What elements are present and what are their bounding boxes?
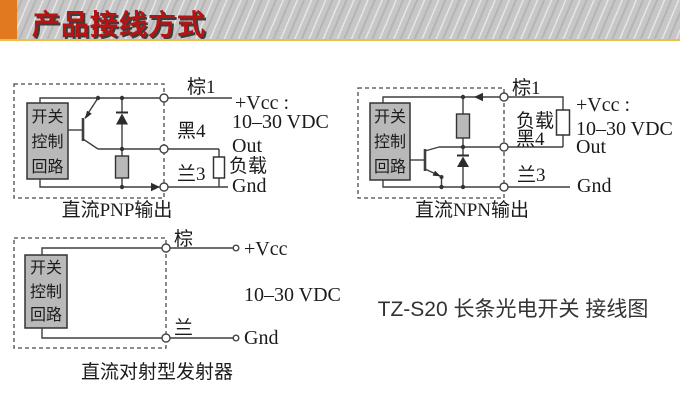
sheet-main-title: TZ-S20 长条光电开关 接线图 xyxy=(378,298,649,321)
pnp-out-label: Out xyxy=(232,135,262,157)
pnp-box-label-line2: 控制 xyxy=(31,133,63,151)
emitter-terminal-blue xyxy=(161,333,171,343)
emitter-enclosure-dashed-box xyxy=(13,237,167,349)
pnp-node-dot xyxy=(119,146,125,152)
emitter-terminal-brown xyxy=(161,243,171,253)
npn-transistor-collector xyxy=(424,146,440,152)
pnp-terminal-black xyxy=(159,144,169,154)
npn-caption: 直流NPN输出 xyxy=(415,199,529,221)
npn-gnd-label: Gnd xyxy=(577,175,611,197)
npn-vcc-label: +Vcc : xyxy=(576,94,630,116)
npn-emitter-arrow-icon xyxy=(432,170,441,177)
pnp-gnd-arrow-icon xyxy=(151,182,160,192)
npn-out-label: Out xyxy=(576,136,606,158)
npn-vcc-arrow-icon xyxy=(474,92,483,102)
npn-box-label-line2: 控制 xyxy=(374,133,406,151)
npn-box-label-line3: 回路 xyxy=(374,158,406,176)
pnp-terminal-label-brown: 棕1 xyxy=(187,76,216,98)
pnp-voltage-label: 10–30 VDC xyxy=(232,111,329,133)
header-accent-block xyxy=(0,0,17,39)
pnp-node-dot xyxy=(119,184,125,190)
npn-terminal-label-blue: 兰3 xyxy=(517,164,546,186)
emitter-control-circuit-box xyxy=(24,254,68,329)
emitter-box-label-line3: 回路 xyxy=(30,306,62,324)
pnp-enclosure-dashed-box xyxy=(13,83,165,199)
emitter-vcc-label: +Vcc xyxy=(244,238,288,260)
pnp-load-label: 负载 xyxy=(229,155,267,177)
emitter-box-label-line2: 控制 xyxy=(30,283,62,301)
npn-vcc-wire xyxy=(382,96,564,110)
npn-diode-icon xyxy=(457,156,469,167)
npn-terminal-brown xyxy=(499,92,509,102)
pnp-terminal-label-blue: 兰3 xyxy=(177,163,206,185)
emitter-terminal-label-blue: 兰 xyxy=(174,317,193,339)
pnp-control-circuit-box xyxy=(26,102,69,180)
pnp-box-label-line3: 回路 xyxy=(31,158,63,176)
pnp-transistor-collector xyxy=(82,138,99,150)
npn-load-label: 负载 xyxy=(516,110,554,132)
pnp-node-dot xyxy=(95,95,101,101)
pnp-emitter-arrow-icon xyxy=(85,110,92,119)
npn-control-circuit-box xyxy=(369,102,411,181)
pnp-terminal-blue xyxy=(159,182,169,192)
header-underline xyxy=(0,39,680,41)
pnp-internal-resistor xyxy=(114,155,130,179)
page-title: 产品接线方式 xyxy=(32,9,207,40)
pnp-diagram: 开关 控制 回路 棕1 黑4 兰3 +Vcc : 10–30 VDC Out xyxy=(13,76,329,221)
npn-terminal-blue xyxy=(499,182,509,192)
emitter-voltage-label: 10–30 VDC xyxy=(244,284,341,306)
pnp-terminal-brown xyxy=(159,93,169,103)
npn-terminal-label-black: 黑4 xyxy=(516,129,545,150)
pnp-load-resistor xyxy=(212,156,226,179)
npn-node-dot xyxy=(460,94,466,100)
emitter-caption: 直流对射型发射器 xyxy=(81,361,233,383)
npn-node-dot xyxy=(460,144,466,150)
npn-voltage-label: 10–30 VDC xyxy=(576,118,673,140)
header-banner: 产品接线方式 xyxy=(0,0,680,40)
emitter-gnd-label: Gnd xyxy=(244,327,278,349)
pnp-box-label-line1: 开关 xyxy=(31,108,63,126)
emitter-terminal-label-brown: 棕 xyxy=(174,228,193,250)
emitter-box-label-line1: 开关 xyxy=(30,259,62,277)
npn-terminal-black xyxy=(499,142,509,152)
npn-box-label-line1: 开关 xyxy=(374,108,406,126)
npn-internal-resistor xyxy=(455,113,471,139)
npn-enclosure-dashed-box xyxy=(357,87,505,199)
emitter-diagram: 开关 控制 回路 棕 兰 +Vcc 10–30 VDC Gnd 直流对射型发射器 xyxy=(13,228,341,383)
npn-node-dot xyxy=(460,184,466,190)
pnp-diode-icon xyxy=(116,113,128,125)
pnp-gnd-label: Gnd xyxy=(232,175,266,197)
pnp-vcc-label: +Vcc : xyxy=(235,92,289,114)
npn-node-dot xyxy=(439,184,444,190)
npn-node-dot xyxy=(439,175,444,179)
npn-load-resistor xyxy=(555,109,571,136)
emitter-wire-end-circle xyxy=(232,334,240,342)
pnp-node-dot xyxy=(119,95,125,101)
npn-diagram: 开关 控制 回路 棕1 负载 黑4 兰3 +Vcc : 10 xyxy=(357,77,673,221)
pnp-terminal-label-black: 黑4 xyxy=(177,121,206,142)
npn-terminal-label-brown: 棕1 xyxy=(512,77,541,99)
pnp-vcc-wire xyxy=(39,97,232,103)
emitter-wire-end-circle xyxy=(232,244,240,252)
pnp-caption: 直流PNP输出 xyxy=(62,199,173,221)
emitter-gnd-wire xyxy=(41,328,233,339)
emitter-vcc-wire xyxy=(41,247,233,255)
